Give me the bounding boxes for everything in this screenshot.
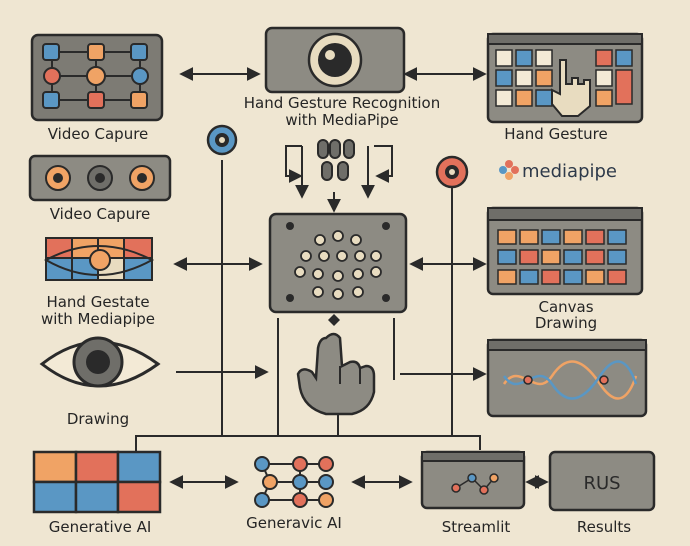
label-canvas-1: Canvas: [538, 298, 594, 316]
label-drawing: Drawing: [66, 410, 130, 428]
label-generative-ai: Generative AI: [48, 518, 152, 536]
red-circle-icon: [435, 155, 469, 189]
finger-pads-icon: [317, 139, 355, 181]
label-hand-gesture: Hand Gesture: [504, 125, 608, 143]
streamlit-box-icon: [420, 450, 526, 510]
mediapipe-brand: mediapipe: [522, 161, 617, 182]
label-streamlit: Streamlit: [441, 518, 511, 536]
blue-circle-icon: [206, 124, 238, 156]
label-hand-gestate-1: Hand Gestate: [46, 293, 150, 311]
fan-left: [285, 145, 303, 183]
color-grid-eye-icon: [43, 237, 155, 281]
results-box-text: RUS: [583, 473, 620, 494]
mediapipe-logo-icon: [499, 160, 519, 180]
node-graph-icon: [30, 33, 164, 122]
label-video-capture-1: Video Capure: [47, 125, 149, 143]
pointing-hand-icon: [296, 332, 376, 416]
eye-icon: [39, 336, 161, 388]
video-strip-icon: [28, 154, 172, 202]
hand-landmark-grid-icon: [268, 212, 408, 326]
label-video-capture-2: Video Capure: [49, 205, 151, 223]
label-mediapipe: mediapipe: [522, 161, 617, 182]
keypad-hand-icon: [486, 32, 644, 124]
label-results: Results: [576, 518, 632, 536]
canvas-grid-icon: [486, 206, 644, 296]
connectors: [135, 67, 549, 489]
waveform-icon: [486, 338, 648, 418]
fan-right: [374, 145, 393, 183]
results-box-icon: RUS: [548, 450, 656, 512]
title-line-2: with MediaPipe: [285, 111, 399, 129]
label-canvas-2: Drawing: [534, 314, 598, 332]
color-grid-icon: [32, 450, 162, 514]
label-hand-gestate-2: with Mediapipe: [40, 310, 156, 328]
camera-lens-icon: [264, 26, 406, 94]
title-line-1: Hand Gesture Recognition: [243, 94, 441, 112]
label-generavic-ai: Generavic AI: [246, 514, 342, 532]
network-icon: [254, 456, 334, 508]
arrow-bottom-frame: [135, 435, 481, 462]
